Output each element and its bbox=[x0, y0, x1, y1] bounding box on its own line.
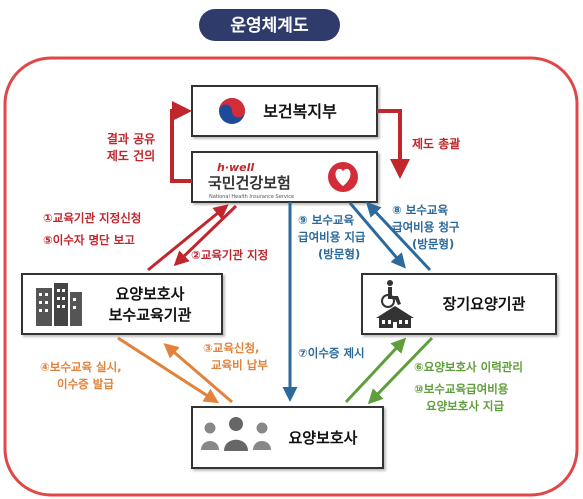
label-orange-3-2: 교육비 납부 bbox=[211, 358, 268, 372]
ltc-org-name: 장기요양기관 bbox=[443, 295, 526, 313]
label-blue-9-2: 급여비용 지급 bbox=[298, 230, 366, 244]
taegeuk-emblem-icon bbox=[219, 98, 245, 124]
arrow-red-down bbox=[173, 204, 238, 267]
label-blue-8-2: 급여비용 청구 bbox=[392, 220, 460, 234]
title-pill bbox=[199, 9, 340, 41]
label-manage: 제도 총괄 bbox=[412, 136, 460, 151]
label-orange-3-1: ③교육신청, bbox=[203, 341, 259, 355]
arrow-share bbox=[170, 101, 192, 183]
label-blue-9-3: (방문형) bbox=[318, 247, 360, 261]
outer-frame bbox=[3, 56, 579, 497]
label-share-2: 제도 건의 bbox=[107, 148, 155, 163]
people-icon bbox=[201, 417, 271, 451]
diagram-title: 운영체계도 bbox=[230, 16, 309, 36]
arrow-green-6 bbox=[344, 337, 407, 404]
arrow-orange-3 bbox=[163, 343, 233, 404]
caregiver-box bbox=[191, 406, 384, 469]
label-orange-4-2: 이수증 발급 bbox=[57, 377, 114, 391]
arrow-blue-9 bbox=[348, 202, 406, 269]
label-red-5: ⑤이수자 명단 보고 bbox=[43, 233, 135, 247]
building-icon bbox=[36, 283, 82, 326]
arrow-blue-8 bbox=[365, 201, 432, 272]
nhis-brand: h·well bbox=[217, 161, 254, 174]
label-blue-8-1: ⑧ 보수교육 bbox=[392, 203, 448, 217]
label-blue-9-1: ⑨ 보수교육 bbox=[298, 213, 354, 227]
label-green-6: ⑥요양보호사 이력관리 bbox=[414, 360, 523, 374]
arrow-orange-4 bbox=[117, 336, 220, 404]
label-red-1: ①교육기관 지정신청 bbox=[43, 211, 141, 225]
arrow-green-10 bbox=[367, 336, 434, 405]
arrow-manage bbox=[377, 109, 410, 179]
nhis-name: 국민건강보험 bbox=[208, 174, 291, 192]
caregiver-name: 요양보호사 bbox=[288, 429, 357, 447]
label-share-1: 결과 공유 bbox=[107, 131, 155, 146]
nhis-subname: National Health Insurance Service bbox=[209, 194, 294, 200]
label-blue-7: ⑦이수증 제시 bbox=[298, 346, 365, 360]
wheelchair-facility-icon bbox=[376, 280, 414, 328]
heart-logo-icon bbox=[328, 162, 358, 192]
label-blue-8-3: (방문형) bbox=[412, 237, 454, 251]
edu-org-line2: 보수교육기관 bbox=[109, 306, 192, 324]
label-orange-4-1: ④보수교육 실시, bbox=[40, 360, 122, 374]
arrow-red-up bbox=[147, 204, 229, 272]
label-green-10-2: 요양보호사 지급 bbox=[426, 399, 504, 413]
label-green-10-1: ⑩보수교육급여비용 bbox=[414, 382, 509, 396]
label-red-2: ②교육기관 지정 bbox=[191, 248, 268, 262]
edu-org-line1: 요양보호사 bbox=[115, 285, 184, 303]
ministry-name: 보건복지부 bbox=[263, 102, 337, 121]
